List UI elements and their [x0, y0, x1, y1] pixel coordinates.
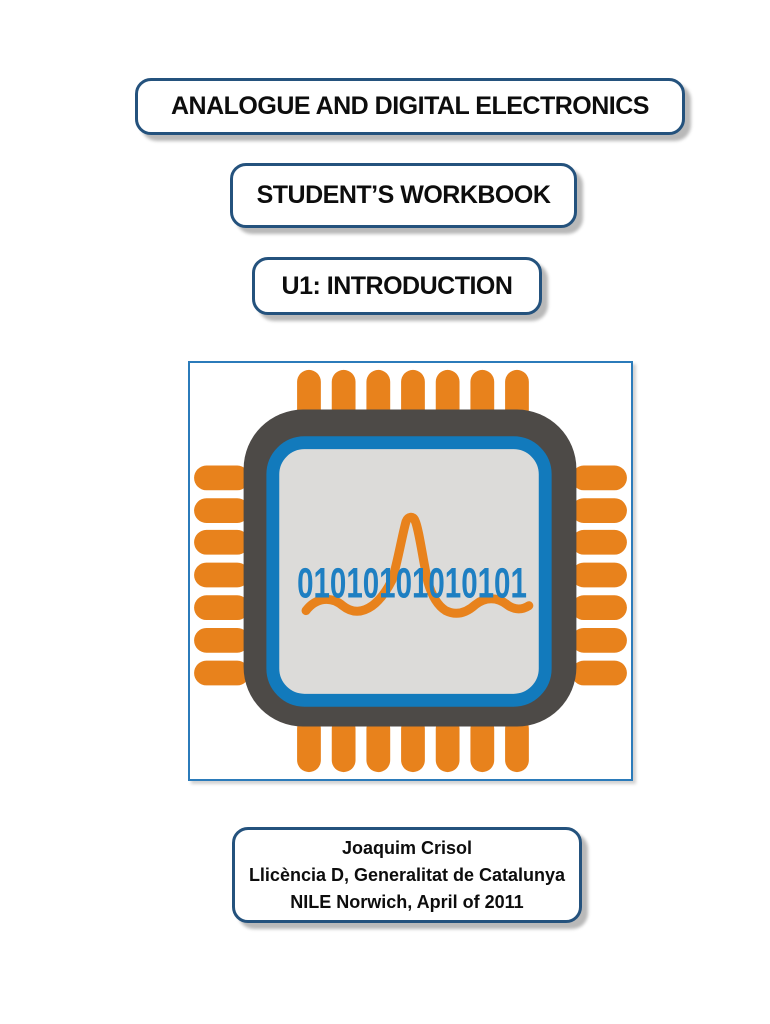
chip-pin: [401, 716, 425, 773]
place-date-line: NILE Norwich, April of 2011: [290, 891, 524, 912]
chip-pin: [571, 660, 627, 686]
chip-pin: [571, 595, 627, 621]
chip-pin: [505, 369, 529, 422]
credits-box: Joaquim Crisol Llicència D, Generalitat …: [232, 827, 582, 923]
binary-text: 01010101010101: [297, 560, 527, 608]
chip-pin: [194, 529, 250, 555]
chip-pin: [571, 627, 627, 653]
chip-pin: [470, 716, 495, 773]
chip-pin: [297, 716, 321, 773]
chip-pin: [470, 369, 495, 422]
chip-pin: [571, 529, 627, 555]
unit-title: U1: INTRODUCTION: [281, 271, 513, 300]
chip-pin: [297, 369, 321, 422]
main-title: ANALOGUE AND DIGITAL ELECTRONICS: [171, 92, 649, 120]
chip-pin: [571, 465, 627, 491]
chip-pin: [435, 369, 460, 422]
chip-pin: [194, 595, 250, 621]
subtitle-box: STUDENT’S WORKBOOK: [230, 163, 577, 228]
chip-pin: [571, 562, 627, 588]
unit-title-box: U1: INTRODUCTION: [252, 257, 542, 315]
chip-pins-bottom: [297, 716, 529, 773]
licence-line: Llicència D, Generalitat de Catalunya: [248, 864, 566, 885]
chip-pin: [366, 369, 391, 422]
chip-illustration: 01010101010101: [188, 361, 633, 781]
chip-pin: [571, 498, 627, 523]
chip-illustration-svg: 01010101010101: [194, 369, 627, 773]
chip-pin: [194, 660, 250, 686]
chip-pin: [194, 627, 250, 653]
chip-pin: [505, 716, 529, 773]
chip-pin: [194, 498, 250, 523]
chip-pin: [435, 716, 460, 773]
author-name: Joaquim Crisol: [341, 837, 473, 858]
chip-pin: [194, 562, 250, 588]
main-title-box: ANALOGUE AND DIGITAL ELECTRONICS: [135, 78, 685, 135]
chip-pins-left: [194, 465, 250, 686]
chip-pin: [401, 369, 425, 422]
chip-pin: [331, 716, 356, 773]
chip-pin: [194, 465, 250, 491]
chip-pin: [331, 369, 356, 422]
analog-waveform: [301, 512, 534, 618]
chip-die: [266, 436, 552, 707]
chip-pin: [366, 716, 391, 773]
chip-pins-top: [297, 369, 529, 422]
chip-pins-right: [571, 465, 627, 686]
subtitle: STUDENT’S WORKBOOK: [256, 181, 551, 209]
